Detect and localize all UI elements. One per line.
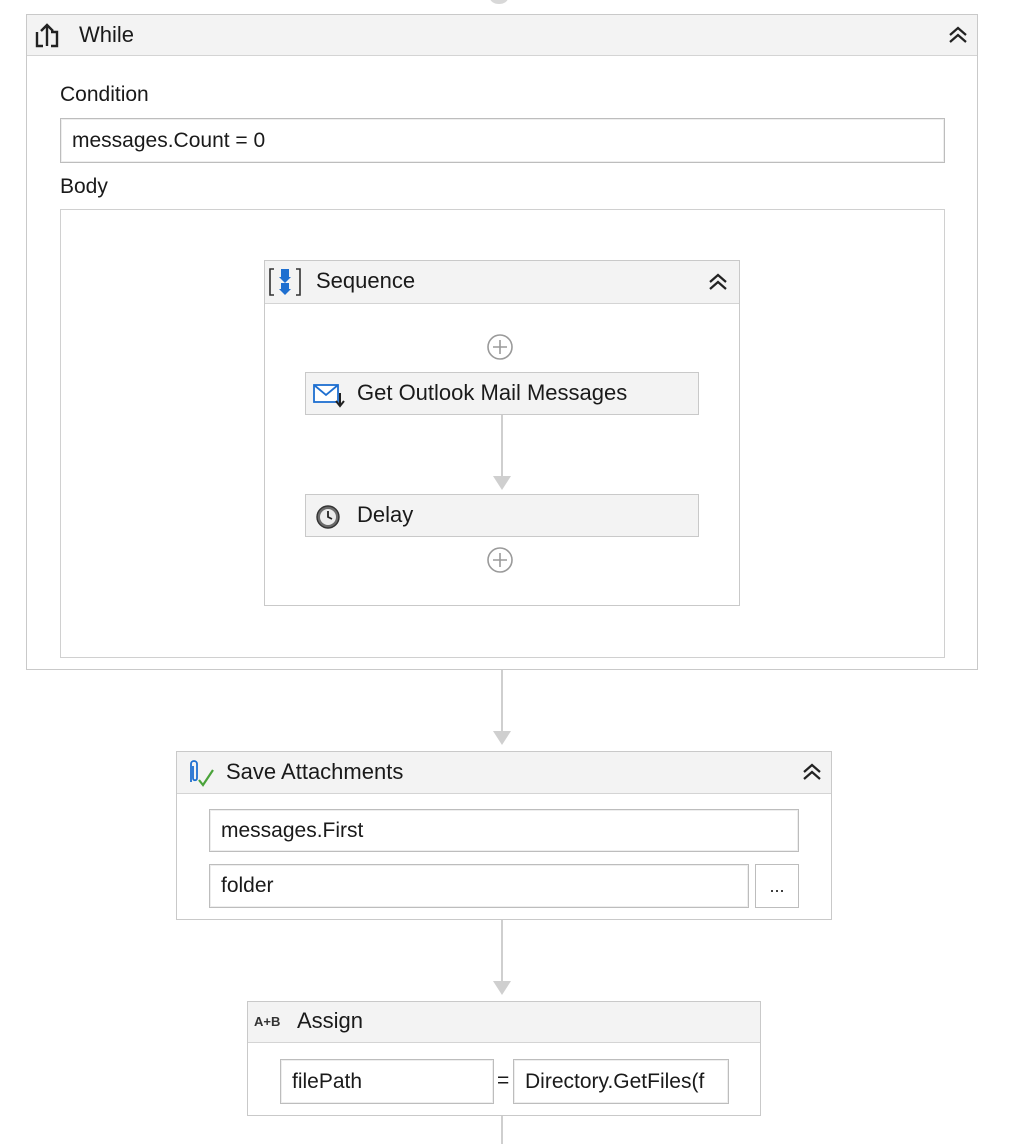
body-label: Body [60, 175, 108, 198]
while-activity[interactable]: While Condition messages.Count = 0 Body [26, 14, 978, 670]
delay-label: Delay [357, 502, 414, 527]
assign-title: Assign [297, 1008, 364, 1033]
mail-message-field[interactable]: messages.First [209, 809, 799, 852]
sequence-icon [268, 266, 302, 298]
delay-activity[interactable]: Delay [305, 494, 699, 537]
assign-equals-sign: = [497, 1069, 510, 1092]
get-outlook-mail-label: Get Outlook Mail Messages [357, 380, 628, 405]
paperclip-icon [181, 756, 215, 788]
get-outlook-mail-activity[interactable]: Get Outlook Mail Messages [305, 372, 699, 415]
add-activity-button-bottom[interactable] [486, 546, 514, 574]
sequence-connector-arrow [493, 476, 511, 490]
assign-to-field[interactable]: filePath [280, 1059, 494, 1104]
sequence-collapse-button[interactable] [705, 269, 731, 295]
save-attachments-collapse-button[interactable] [799, 759, 825, 785]
assign-value-field[interactable]: Directory.GetFiles(f [513, 1059, 729, 1104]
chevron-double-up-icon [803, 763, 821, 780]
assign-icon: A+B [254, 1014, 281, 1029]
connector-line-2 [501, 920, 503, 982]
browse-folder-button[interactable]: ... [755, 864, 799, 908]
connector-arrow-2 [493, 981, 511, 995]
sequence-connector-line [501, 415, 503, 477]
top-connector-stub [490, 0, 508, 4]
assign-activity[interactable]: A+B Assign filePath = Directory.GetFiles… [247, 1001, 761, 1116]
save-attachments-header[interactable]: Save Attachments [177, 752, 831, 794]
sequence-header[interactable]: Sequence [265, 261, 739, 304]
chevron-double-up-icon [949, 26, 967, 43]
while-header[interactable]: While [27, 15, 977, 56]
sequence-title: Sequence [316, 268, 416, 293]
condition-label: Condition [60, 83, 149, 106]
folder-path-field[interactable]: folder [209, 864, 749, 908]
connector-arrow-1 [493, 731, 511, 745]
assign-header[interactable]: A+B Assign [248, 1002, 760, 1043]
save-attachments-activity[interactable]: Save Attachments messages.First folder .… [176, 751, 832, 920]
while-loop-icon [33, 22, 61, 50]
mail-download-icon [312, 381, 346, 409]
while-collapse-button[interactable] [945, 22, 971, 48]
chevron-double-up-icon [709, 273, 727, 290]
connector-line-1 [501, 670, 503, 732]
add-activity-button-top[interactable] [486, 333, 514, 361]
condition-field[interactable]: messages.Count = 0 [60, 118, 945, 163]
clock-icon [314, 503, 342, 531]
save-attachments-title: Save Attachments [226, 759, 404, 784]
connector-line-3 [501, 1116, 503, 1144]
while-title: While [79, 22, 135, 47]
